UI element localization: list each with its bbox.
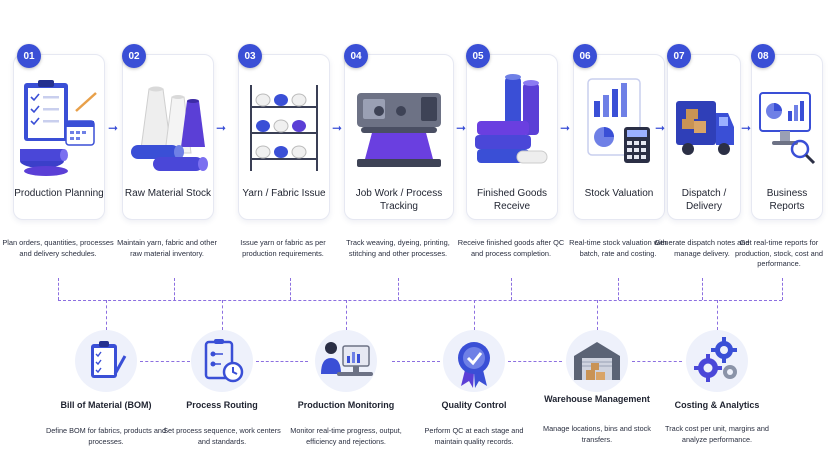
feature-title: Costing & Analytics [674, 400, 760, 410]
planning-illustration [18, 71, 100, 179]
dashed-connector [702, 278, 703, 300]
step-number-badge: 02 [122, 44, 146, 68]
dashed-connector [290, 278, 291, 300]
dashed-connector [398, 278, 399, 300]
step-card-finished-goods: Finished Goods Receive [466, 54, 558, 220]
flow-arrow-icon: ➞ [560, 121, 571, 135]
dashed-connector [474, 300, 475, 330]
step-title: Dispatch / Delivery [681, 188, 727, 212]
step-card-yarn-issue: Yarn / Fabric Issue [238, 54, 330, 220]
dashed-connector [632, 361, 682, 362]
feature-icon-circle [191, 330, 253, 392]
feature-title: Quality Control [441, 400, 507, 410]
step-number-badge: 07 [667, 44, 691, 68]
dashed-connector [174, 278, 175, 300]
feature-description: Perform QC at each stage and maintain qu… [424, 426, 524, 446]
step-number-badge: 03 [238, 44, 262, 68]
step-description: Get real-time reports for production, st… [735, 238, 823, 268]
feature-icon-circle [75, 330, 137, 392]
dashed-connector [222, 300, 223, 330]
dashed-connector [140, 361, 190, 362]
routing-clock-icon [204, 339, 244, 383]
feature-title: Warehouse Management [544, 394, 650, 404]
step-card-planning: Production Planning [13, 54, 105, 220]
dashed-connector [58, 278, 59, 300]
yarn-stock-illustration [127, 71, 209, 179]
operator-monitor-icon [321, 342, 373, 376]
dashed-connector [58, 300, 782, 301]
feature-description: Manage locations, bins and stock transfe… [543, 424, 651, 444]
quality-badge-icon [458, 342, 490, 388]
flow-arrow-icon: ➞ [108, 121, 119, 135]
step-description: Plan orders, quantities, processes and d… [2, 238, 114, 258]
step-description: Track weaving, dyeing, printing, stitchi… [346, 238, 450, 258]
clipboard-pencil-icon [91, 341, 127, 378]
flow-arrow-icon: ➞ [332, 121, 343, 135]
dashed-connector [346, 300, 347, 330]
step-description: Generate dispatch notes and manage deliv… [654, 238, 750, 258]
step-title: Raw Material Stock [124, 188, 212, 199]
dashed-connector [256, 361, 308, 362]
step-title: Finished Goods Receive [476, 188, 548, 212]
step-card-raw-material: Raw Material Stock [122, 54, 214, 220]
step-card-stock-valuation: Stock Valuation [573, 54, 665, 220]
feature-title: Production Monitoring [297, 400, 395, 410]
step-description: Maintain yarn, fabric and other raw mate… [117, 238, 217, 258]
step-card-dispatch: Dispatch / Delivery [667, 54, 741, 220]
delivery-truck-illustration [672, 71, 736, 179]
step-title: Business Reports [766, 188, 808, 212]
feature-description: Define BOM for fabrics, products and pro… [45, 426, 167, 446]
dashed-connector [597, 300, 598, 330]
step-number-badge: 05 [466, 44, 490, 68]
flow-arrow-icon: ➞ [456, 121, 467, 135]
feature-description: Set process sequence, work centers and s… [163, 426, 281, 446]
step-number-badge: 06 [573, 44, 597, 68]
dashed-connector [106, 300, 107, 330]
feature-icon-circle [443, 330, 505, 392]
feature-icon-circle [686, 330, 748, 392]
warehouse-icon [574, 342, 620, 380]
reports-monitor-illustration [756, 71, 818, 179]
flow-arrow-icon: ➞ [216, 121, 227, 135]
weaving-machine-illustration [349, 71, 449, 179]
feature-description: Track cost per unit, margins and analyze… [665, 424, 769, 444]
valuation-chart-illustration [578, 71, 660, 179]
step-number-badge: 01 [17, 44, 41, 68]
feature-icon-circle [566, 330, 628, 392]
step-description: Receive finished goods after QC and proc… [457, 238, 565, 258]
flow-arrow-icon: ➞ [741, 121, 752, 135]
dashed-connector [508, 361, 562, 362]
dashed-connector [511, 278, 512, 300]
feature-icon-circle [315, 330, 377, 392]
step-description: Issue yarn or fabric as per production r… [240, 238, 326, 258]
step-description: Real-time stock valuation with batch, ra… [569, 238, 667, 258]
step-title: Production Planning [14, 188, 104, 199]
step-title: Yarn / Fabric Issue [242, 188, 326, 199]
feature-title: Process Routing [186, 400, 258, 410]
step-card-job-work: Job Work / Process Tracking [344, 54, 454, 220]
dashed-connector [392, 361, 440, 362]
gears-icon [694, 337, 737, 382]
shelf-rack-illustration [243, 71, 325, 179]
flow-arrow-icon: ➞ [655, 121, 666, 135]
feature-title: Bill of Material (BOM) [60, 400, 152, 410]
step-card-reports: Business Reports [751, 54, 823, 220]
step-title: Job Work / Process Tracking [355, 188, 443, 212]
finished-goods-illustration [471, 71, 553, 179]
step-number-badge: 04 [344, 44, 368, 68]
dashed-connector [618, 278, 619, 300]
dashed-connector [717, 300, 718, 330]
dashed-connector [782, 278, 783, 300]
step-number-badge: 08 [751, 44, 775, 68]
feature-description: Monitor real-time progress, output, effi… [290, 426, 402, 446]
step-title: Stock Valuation [584, 188, 654, 199]
